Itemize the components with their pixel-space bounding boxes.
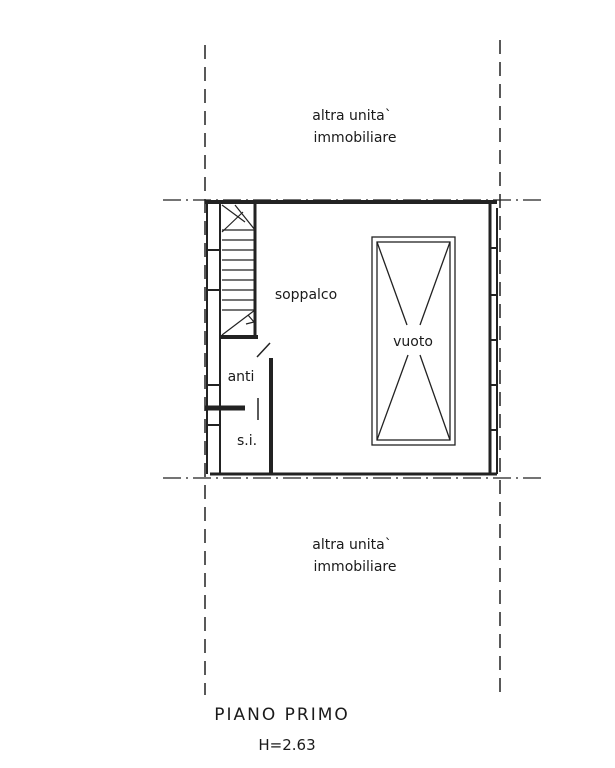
room-label-si: s.i. <box>236 433 258 449</box>
bottom-unit-label-2: immobiliare <box>313 559 397 575</box>
room-label-vuoto: vuoto <box>393 334 433 350</box>
bottom-unit-label: altra unita` <box>312 537 392 553</box>
top-unit-label-2: immobiliare <box>313 130 397 146</box>
staircase <box>221 204 256 336</box>
room-label-soppalco: soppalco <box>274 287 338 303</box>
floor-title: PIANO PRIMO <box>214 705 350 725</box>
top-unit-label: altra unita` <box>312 108 392 124</box>
room-label-anti: anti <box>227 369 255 385</box>
floor-height: H=2.63 <box>258 736 316 754</box>
void-opening <box>371 236 456 446</box>
walls <box>205 200 498 476</box>
